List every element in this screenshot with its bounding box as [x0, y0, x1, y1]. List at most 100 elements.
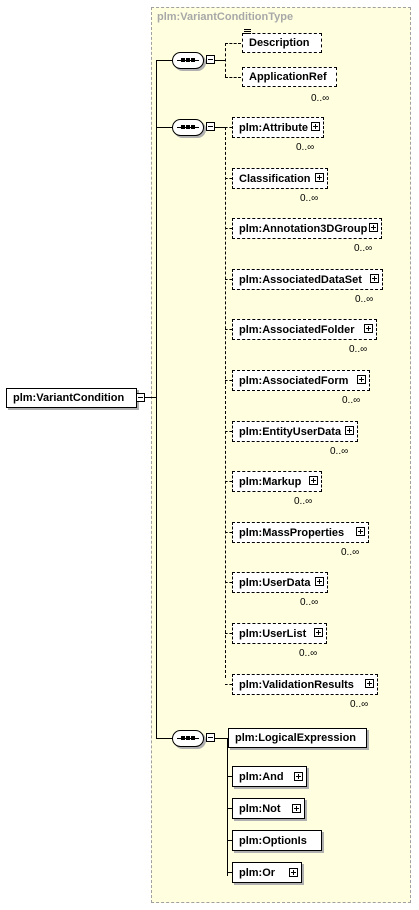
element-label: plm:AssociatedForm — [239, 374, 349, 387]
cardinality-label: 0..∞ — [300, 597, 319, 608]
connector — [227, 738, 228, 876]
sequence-compositor-icon — [172, 119, 204, 136]
connector — [156, 738, 172, 739]
element-label: plm:Attribute — [239, 121, 309, 134]
element-entityuserdata[interactable]: plm:EntityUserData — [232, 421, 358, 442]
element-annotation3dgroup[interactable]: plm:Annotation3DGroup — [232, 218, 382, 239]
root-element-label: plm:VariantCondition — [13, 392, 125, 404]
element-label: plm:Or — [239, 866, 276, 879]
element-label: plm:UserList — [239, 627, 307, 640]
cardinality-label: 0..∞ — [354, 243, 373, 254]
connector — [225, 43, 241, 45]
element-attribute[interactable]: plm:Attribute — [232, 117, 324, 138]
expand-icon[interactable] — [369, 223, 378, 232]
expand-icon[interactable] — [314, 628, 323, 637]
cardinality-label: 0..∞ — [355, 294, 374, 305]
connector — [225, 77, 241, 79]
element-description[interactable]: Description — [242, 33, 322, 53]
connector — [225, 380, 232, 382]
documentation-icon — [244, 29, 251, 35]
element-logicalexpression[interactable]: plm:LogicalExpression — [228, 728, 367, 748]
element-optionis[interactable]: plm:OptionIs — [232, 830, 322, 851]
element-label: plm:Not — [239, 802, 281, 815]
type-title: plm:VariantConditionType — [157, 11, 294, 23]
expand-icon[interactable] — [315, 173, 324, 182]
connector — [215, 127, 225, 128]
sequence-compositor-icon — [172, 730, 204, 747]
element-userlist[interactable]: plm:UserList — [232, 623, 327, 644]
cardinality-label: 0..∞ — [294, 496, 313, 507]
connector — [225, 633, 232, 635]
element-markup[interactable]: plm:Markup — [232, 471, 322, 492]
connector — [225, 178, 232, 180]
connector — [145, 397, 157, 398]
connector — [215, 738, 227, 739]
expand-icon[interactable] — [365, 679, 374, 688]
group-collapse-icon[interactable] — [206, 55, 215, 64]
connector — [225, 127, 227, 678]
element-classification[interactable]: Classification — [232, 168, 328, 189]
element-associatedform[interactable]: plm:AssociatedForm — [232, 370, 370, 391]
connector — [225, 127, 232, 129]
element-label: plm:AssociatedDataSet — [239, 273, 362, 286]
element-applicationref[interactable]: ApplicationRef — [242, 67, 337, 87]
connector — [225, 279, 232, 281]
connector — [227, 776, 233, 777]
cardinality-label: 0..∞ — [311, 93, 330, 104]
connector — [227, 840, 233, 841]
root-collapse-icon[interactable] — [136, 393, 145, 402]
connector — [225, 228, 232, 230]
connector — [227, 808, 233, 809]
cardinality-label: 0..∞ — [330, 446, 349, 457]
connector — [225, 582, 232, 584]
cardinality-label: 0..∞ — [296, 142, 315, 153]
connector — [225, 329, 232, 331]
element-label: plm:MassProperties — [239, 526, 345, 539]
cardinality-label: 0..∞ — [299, 648, 318, 659]
expand-icon[interactable] — [292, 804, 301, 813]
element-associatedfolder[interactable]: plm:AssociatedFolder — [232, 319, 377, 340]
expand-icon[interactable] — [315, 577, 324, 586]
expand-icon[interactable] — [294, 772, 303, 781]
element-massproperties[interactable]: plm:MassProperties — [232, 522, 369, 543]
element-label: plm:AssociatedFolder — [239, 323, 355, 336]
element-label: plm:UserData — [239, 576, 311, 589]
connector — [225, 684, 232, 686]
group-collapse-icon[interactable] — [206, 733, 215, 742]
connector — [225, 431, 232, 433]
element-userdata[interactable]: plm:UserData — [232, 572, 328, 593]
expand-icon[interactable] — [364, 324, 373, 333]
element-label: Classification — [239, 172, 311, 185]
expand-icon[interactable] — [356, 527, 365, 536]
cardinality-label: 0..∞ — [350, 699, 369, 710]
connector — [156, 60, 172, 61]
expand-icon[interactable] — [357, 375, 366, 384]
element-label: plm:Annotation3DGroup — [239, 222, 368, 235]
expand-icon[interactable] — [370, 274, 379, 283]
expand-icon[interactable] — [309, 476, 318, 485]
element-or[interactable]: plm:Or — [232, 862, 302, 883]
cardinality-label: 0..∞ — [342, 395, 361, 406]
element-validationresults[interactable]: plm:ValidationResults — [232, 674, 378, 695]
connector — [215, 60, 225, 61]
element-associateddataset[interactable]: plm:AssociatedDataSet — [232, 269, 383, 290]
expand-icon[interactable] — [289, 868, 298, 877]
sequence-compositor-icon — [172, 52, 204, 69]
element-not[interactable]: plm:Not — [232, 798, 305, 819]
group-collapse-icon[interactable] — [206, 122, 215, 131]
element-label: plm:Markup — [239, 475, 302, 488]
cardinality-label: 0..∞ — [341, 547, 360, 558]
connector — [225, 532, 232, 534]
expand-icon[interactable] — [311, 122, 320, 131]
cardinality-label: 0..∞ — [349, 344, 368, 355]
element-label: plm:ValidationResults — [239, 678, 354, 691]
element-and[interactable]: plm:And — [232, 766, 307, 787]
connector — [156, 127, 172, 128]
connector — [227, 872, 233, 873]
element-label: plm:EntityUserData — [239, 425, 342, 438]
connector — [225, 481, 232, 483]
connector — [225, 43, 227, 77]
root-element[interactable]: plm:VariantCondition — [6, 388, 137, 408]
expand-icon[interactable] — [345, 426, 354, 435]
type-container — [151, 7, 411, 903]
